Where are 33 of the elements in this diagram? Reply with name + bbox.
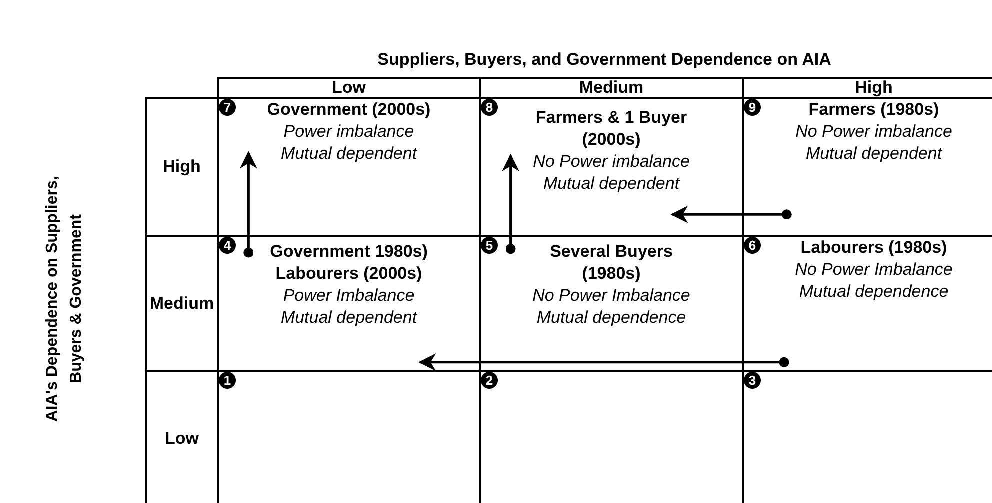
cell-heading: Government 1980s) Labourers (2000s) bbox=[269, 241, 429, 285]
cell-note: No Power Imbalance bbox=[794, 259, 954, 281]
number-badge: 4 bbox=[219, 237, 236, 254]
cell-note: Mutual dependent bbox=[542, 173, 682, 195]
cell-heading: Labourers (1980s) bbox=[800, 237, 948, 259]
number-badge: 2 bbox=[481, 372, 498, 389]
arrow bbox=[240, 151, 258, 258]
cell-heading: Several Buyers (1980s) bbox=[549, 241, 674, 285]
cell-note: Mutual dependent bbox=[280, 307, 419, 329]
cell-heading: Farmers & 1 Buyer (2000s) bbox=[534, 107, 688, 151]
cell-heading: Government (2000s) bbox=[266, 99, 432, 121]
number-badge: 6 bbox=[744, 237, 761, 254]
number-badge: 7 bbox=[219, 99, 236, 116]
arrow bbox=[670, 206, 792, 224]
cell-note: No Power imbalance bbox=[532, 151, 691, 173]
cell-note: Mutual dependent bbox=[280, 143, 419, 165]
cell-note: Mutual dependence bbox=[798, 281, 950, 303]
number-badge: 3 bbox=[744, 372, 761, 389]
number-badge: 8 bbox=[481, 99, 498, 116]
arrow bbox=[418, 354, 790, 372]
cell-note: Power imbalance bbox=[282, 121, 416, 143]
axis-title: AIA's Dependence on Suppliers, Buyers & Government bbox=[43, 175, 86, 424]
number-badge: 9 bbox=[744, 99, 761, 116]
arrow bbox=[502, 154, 520, 254]
cell-note: Power Imbalance bbox=[282, 285, 416, 307]
chart-title: Suppliers, Buyers, and Government Dependence on AIA bbox=[376, 50, 832, 70]
cell-note: No Power imbalance bbox=[794, 121, 954, 143]
cell-note: No Power Imbalance bbox=[532, 285, 692, 307]
cell-note: Mutual dependence bbox=[536, 307, 688, 329]
cell-heading: Farmers (1980s) bbox=[808, 99, 940, 121]
cell-note: Mutual dependent bbox=[804, 143, 944, 165]
number-badge: 1 bbox=[219, 372, 236, 389]
number-badge: 5 bbox=[481, 237, 498, 254]
